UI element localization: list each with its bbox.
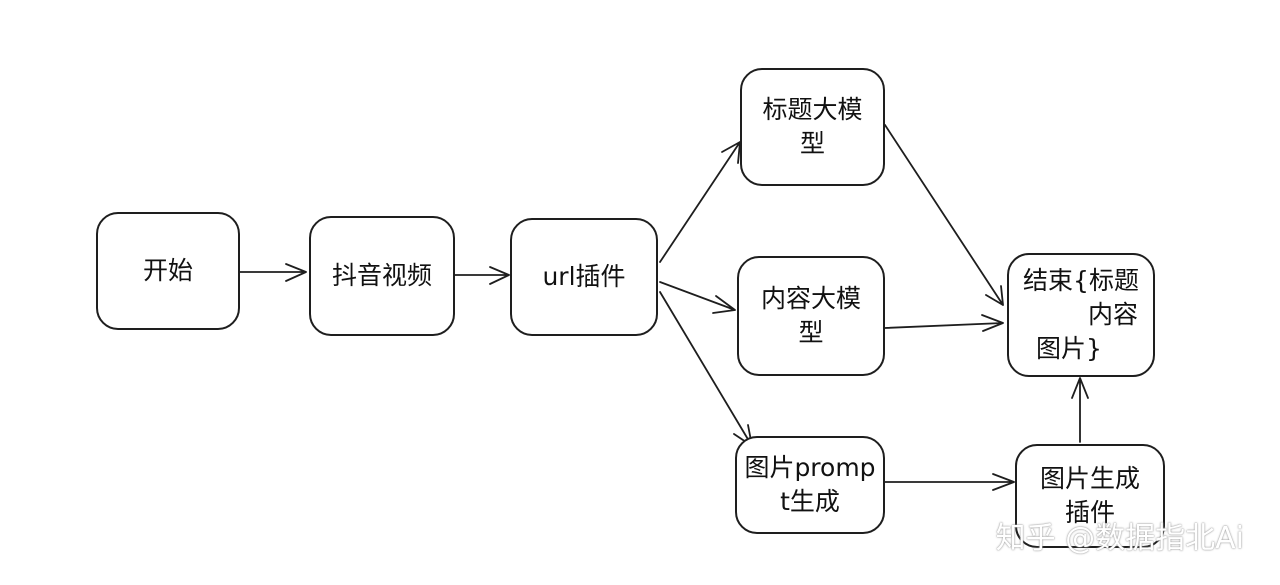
node-end-line1: 结束{标题 — [1023, 266, 1139, 295]
node-start: 开始 — [96, 212, 240, 330]
node-url-plugin: url插件 — [510, 218, 658, 336]
node-prompt-generation-line1: 图片promp — [744, 453, 876, 482]
arrow-url-to-content-model — [659, 281, 736, 314]
node-start-label: 开始 — [142, 256, 193, 285]
node-prompt-generation-line2: t生成 — [780, 487, 840, 516]
node-content-model: 内容大模 型 — [737, 256, 885, 376]
node-title-model-line1: 标题大模 — [762, 95, 863, 124]
node-title-model-line2: 型 — [799, 129, 825, 158]
node-image-plugin-line1: 图片生成 — [1039, 464, 1140, 493]
arrow-content-to-end — [884, 314, 1004, 332]
arrow-image-plugin-to-end — [1071, 377, 1089, 443]
node-end-line2: 内容 — [1087, 300, 1138, 329]
arrow-title-to-end — [884, 124, 1004, 306]
arrow-prompt-to-image-plugin — [884, 473, 1015, 491]
node-image-plugin: 图片生成 插件 — [1015, 444, 1165, 548]
node-prompt-generation: 图片promp t生成 — [735, 436, 885, 534]
node-douyin-video: 抖音视频 — [309, 216, 455, 336]
arrow-start-to-douyin — [239, 263, 307, 282]
arrow-douyin-to-url — [454, 266, 510, 285]
node-end-line3: 图片} — [1036, 334, 1102, 363]
watermark: 知乎 @数据指北Ai — [995, 521, 1244, 556]
node-title-model: 标题大模 型 — [740, 68, 885, 186]
node-url-plugin-label: url插件 — [542, 262, 626, 291]
node-content-model-line1: 内容大模 — [760, 284, 861, 313]
node-douyin-video-label: 抖音视频 — [331, 261, 432, 290]
arrow-url-to-title-model — [659, 141, 741, 263]
node-content-model-line2: 型 — [798, 318, 824, 347]
node-image-plugin-line2: 插件 — [1064, 498, 1115, 527]
node-end: 结束{标题 内容 图片} — [1007, 253, 1155, 377]
